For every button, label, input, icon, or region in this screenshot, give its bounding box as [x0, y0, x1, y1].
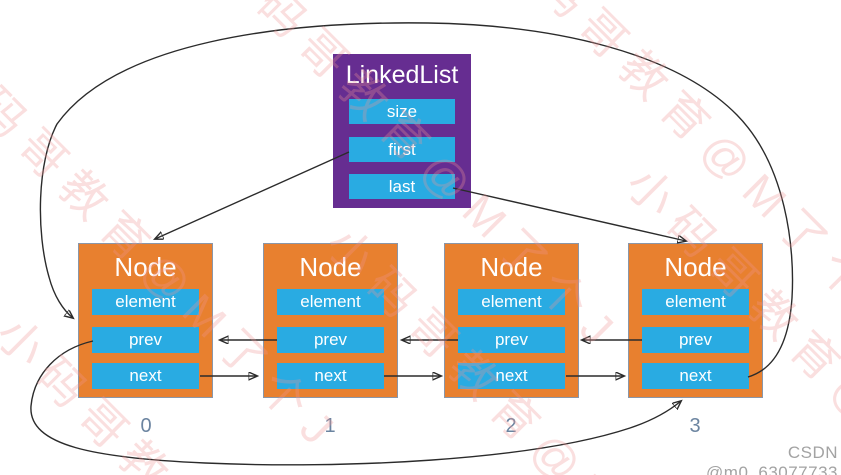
node-title: Node	[664, 252, 727, 282]
node-1-field-element: element	[277, 289, 384, 315]
node-3-field-prev: prev	[642, 327, 749, 353]
node-title: Node	[299, 252, 362, 282]
index-label-0: 0	[140, 415, 152, 437]
node-1: Node element prev next	[263, 243, 398, 398]
linkedlist-title: LinkedList	[345, 61, 459, 89]
node-2-field-element: element	[458, 289, 565, 315]
index-label-2: 2	[505, 415, 517, 437]
node-3: Node element prev next	[628, 243, 763, 398]
node-1-field-next: next	[277, 363, 384, 389]
linkedlist-field-size: size	[349, 99, 455, 124]
node-0-field-element: element	[92, 289, 199, 315]
node-3-field-element: element	[642, 289, 749, 315]
node-0: Node element prev next	[78, 243, 213, 398]
node-2: Node element prev next	[444, 243, 579, 398]
node-2-field-next: next	[458, 363, 565, 389]
linkedlist-field-first: first	[349, 137, 455, 162]
index-label-1: 1	[324, 415, 336, 437]
index-label-3: 3	[689, 415, 701, 437]
linkedlist-field-last: last	[349, 174, 455, 199]
node-2-field-prev: prev	[458, 327, 565, 353]
arrow-last-to-node3	[452, 187, 686, 241]
csdn-watermark: CSDN @m0_63077733	[706, 443, 838, 475]
arrow-first-to-node0	[155, 151, 350, 239]
node-0-field-next: next	[92, 363, 199, 389]
node-0-field-prev: prev	[92, 327, 199, 353]
node-1-field-prev: prev	[277, 327, 384, 353]
node-title: Node	[480, 252, 543, 282]
node-title: Node	[114, 252, 177, 282]
linkedlist-box: LinkedList size first last	[333, 54, 471, 208]
node-3-field-next: next	[642, 363, 749, 389]
